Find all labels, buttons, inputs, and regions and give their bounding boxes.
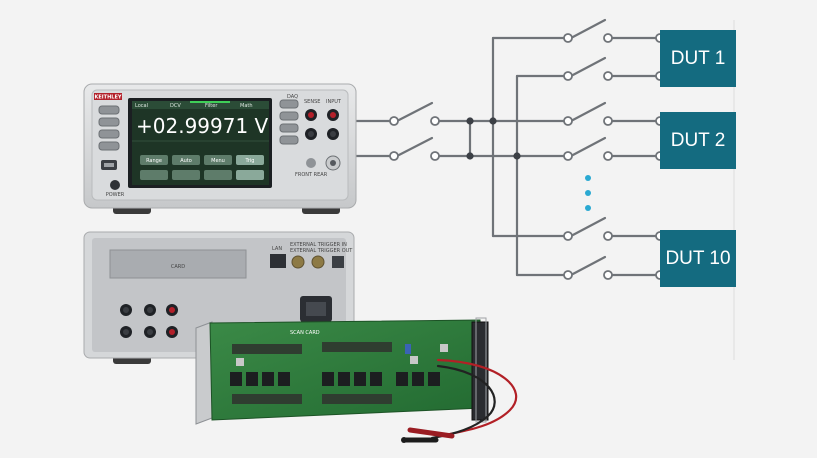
dut-2-box: DUT 2: [660, 112, 736, 169]
lan-port[interactable]: [270, 254, 286, 268]
main-switch-lo: [395, 136, 434, 158]
screen-btn-trig: Trig: [245, 158, 255, 164]
screen-header-filter: Filter: [205, 103, 218, 109]
screen-btn-range: Range: [146, 158, 162, 164]
trigger-out-label: EXTERNAL TRIGGER OUT: [290, 248, 353, 254]
input-terminals[interactable]: [305, 109, 341, 171]
test-leads: [401, 358, 518, 443]
trigger-in-connector[interactable]: [291, 255, 305, 269]
lan-label: LAN: [272, 246, 282, 252]
terminal-strips: [232, 342, 392, 404]
right-soft-buttons[interactable]: [279, 99, 299, 145]
card-pcb: [209, 319, 483, 421]
wiring: [343, 18, 662, 277]
power-label: POWER: [106, 192, 125, 198]
input-label: INPUT: [326, 99, 342, 105]
dut-10-box: DUT 10: [660, 230, 736, 287]
junction-nodes: [466, 117, 521, 160]
usb-b-port[interactable]: [332, 256, 344, 268]
trigger-out-connector[interactable]: [311, 255, 325, 269]
trigger-in-label: EXTERNAL TRIGGER IN: [290, 242, 347, 248]
rear-terminals[interactable]: [120, 304, 178, 338]
front-rear-label: FRONT REAR: [295, 172, 328, 178]
brand-logo: [94, 93, 122, 100]
card-slot-cover: [109, 249, 247, 279]
main-switch-hi: [395, 101, 434, 123]
card-bracket: [195, 321, 213, 425]
screen-buttons[interactable]: [140, 155, 264, 180]
sense-label: SENSE: [304, 99, 320, 105]
relays: [230, 372, 440, 386]
dut-1-box: DUT 1: [660, 30, 736, 87]
jumper: [405, 344, 411, 354]
measurement-reading: +02.99971 V: [136, 114, 269, 138]
model-label: DAQ: [287, 94, 298, 100]
dut-1-label: DUT 1: [671, 48, 726, 69]
dmm-front: KEITHLEY POWER Local DCV Filter Math +02…: [83, 83, 357, 214]
scan-card: SCAN CARD: [195, 317, 489, 425]
screen-header-dcv: DCV: [170, 103, 181, 109]
ellipsis-dots: [585, 175, 591, 211]
front-rear-switch[interactable]: [306, 158, 316, 168]
dut-10-label: DUT 10: [665, 248, 730, 269]
ic-chips: [236, 344, 448, 366]
card-name: SCAN CARD: [290, 330, 320, 336]
power-button[interactable]: [110, 180, 120, 190]
screen-btn-menu: Menu: [211, 158, 225, 164]
screen-btn-auto: Auto: [180, 158, 192, 164]
card-slot-label: CARD: [171, 264, 185, 270]
dut-2-label: DUT 2: [671, 130, 726, 151]
screen-header-local: Local: [135, 103, 148, 109]
left-soft-buttons[interactable]: [98, 105, 120, 151]
brand-text: KEITHLEY: [95, 95, 122, 101]
screen-header-math: Math: [240, 103, 253, 109]
